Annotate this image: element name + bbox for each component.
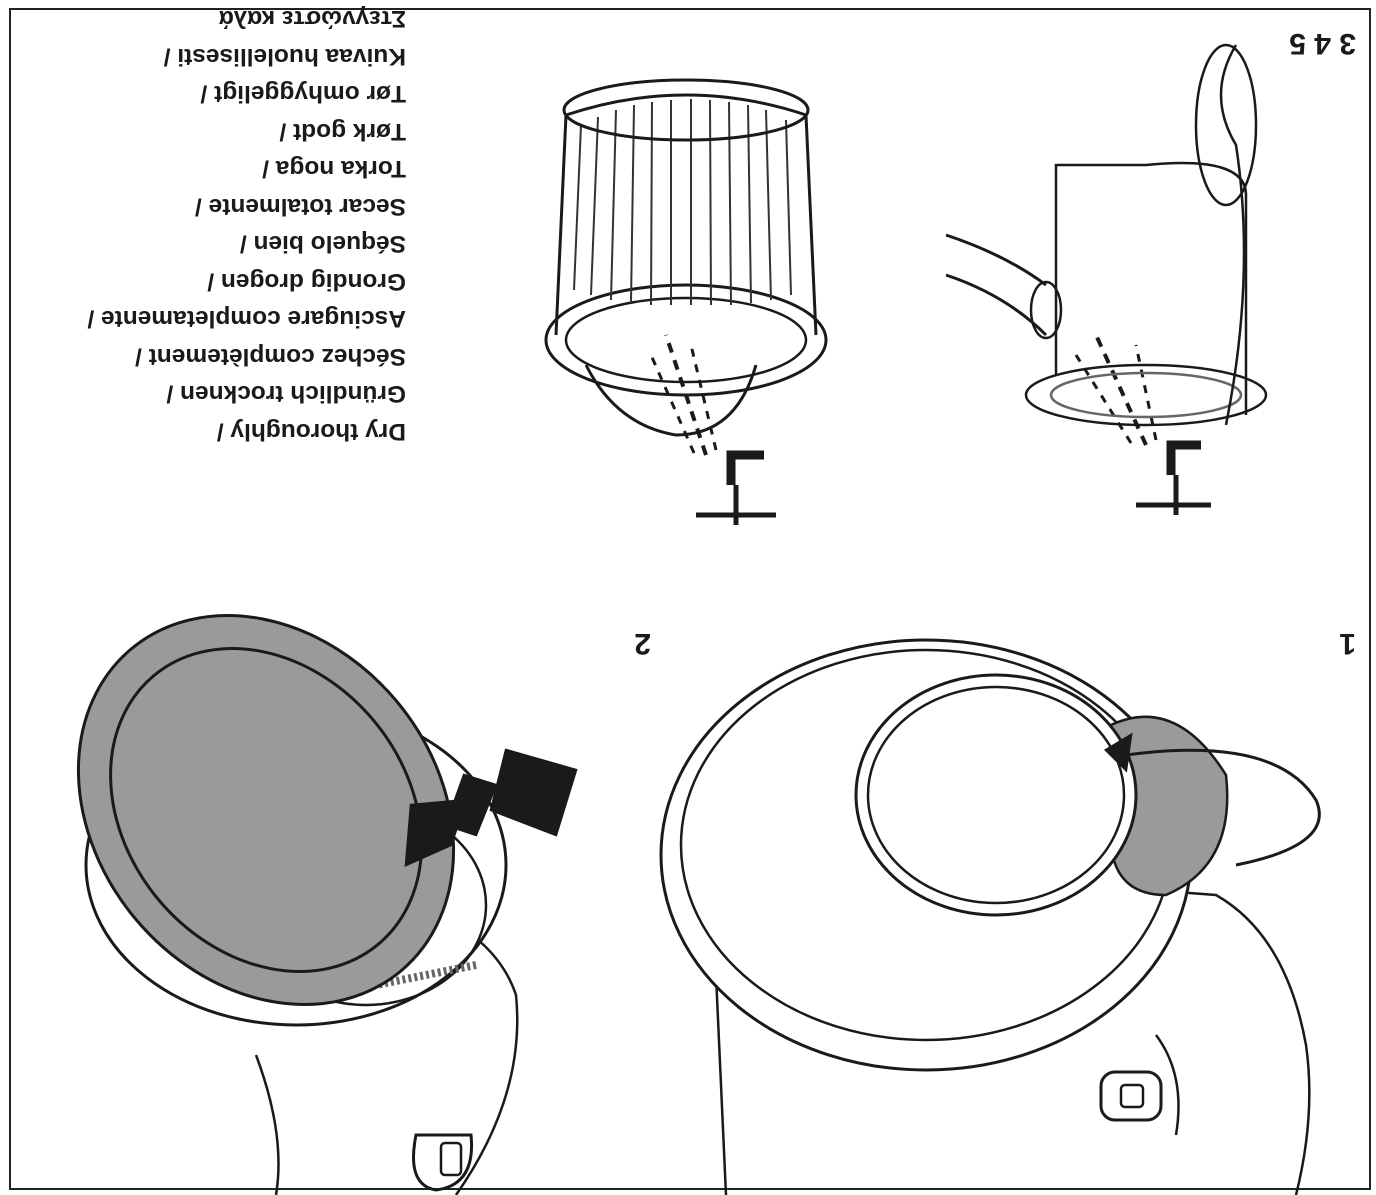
bin-rinse-under-tap-icon — [946, 45, 1266, 515]
dry-instruction-line: Tør omhyggeligt / — [6, 75, 406, 113]
filter-rinse-under-tap-icon — [546, 80, 826, 525]
step-number-1: 1 — [1339, 626, 1356, 660]
cyclone-bin-rotate-icon — [661, 640, 1319, 1195]
dry-instruction-line: Στεγνώστε καλά — [6, 0, 406, 38]
dry-instruction-line: Séquelo bien / — [6, 225, 406, 263]
dry-instruction-line: Asciugare completamente / — [6, 300, 406, 338]
dry-instruction-line: Tørk godt / — [6, 113, 406, 151]
cyclone-bin-insert-icon — [1, 540, 576, 1195]
dry-instructions-list: Dry thoroughly / Gründlich trocknen / Sé… — [6, 0, 406, 450]
step-number-2: 2 — [634, 626, 651, 660]
dry-instruction-line: Gründlich trocknen / — [6, 375, 406, 413]
step-number-3-4-5: 3 4 5 — [1289, 26, 1356, 60]
dry-instruction-line: Séchez complètement / — [6, 338, 406, 376]
dry-instruction-line: Secar totalmente / — [6, 188, 406, 226]
dry-instruction-line: Torka noga / — [6, 150, 406, 188]
dry-instruction-line: Dry thoroughly / — [6, 413, 406, 451]
dry-instruction-line: Kuivaa huolellisesti / — [6, 38, 406, 76]
dry-instruction-line: Grondig drogen / — [6, 263, 406, 301]
